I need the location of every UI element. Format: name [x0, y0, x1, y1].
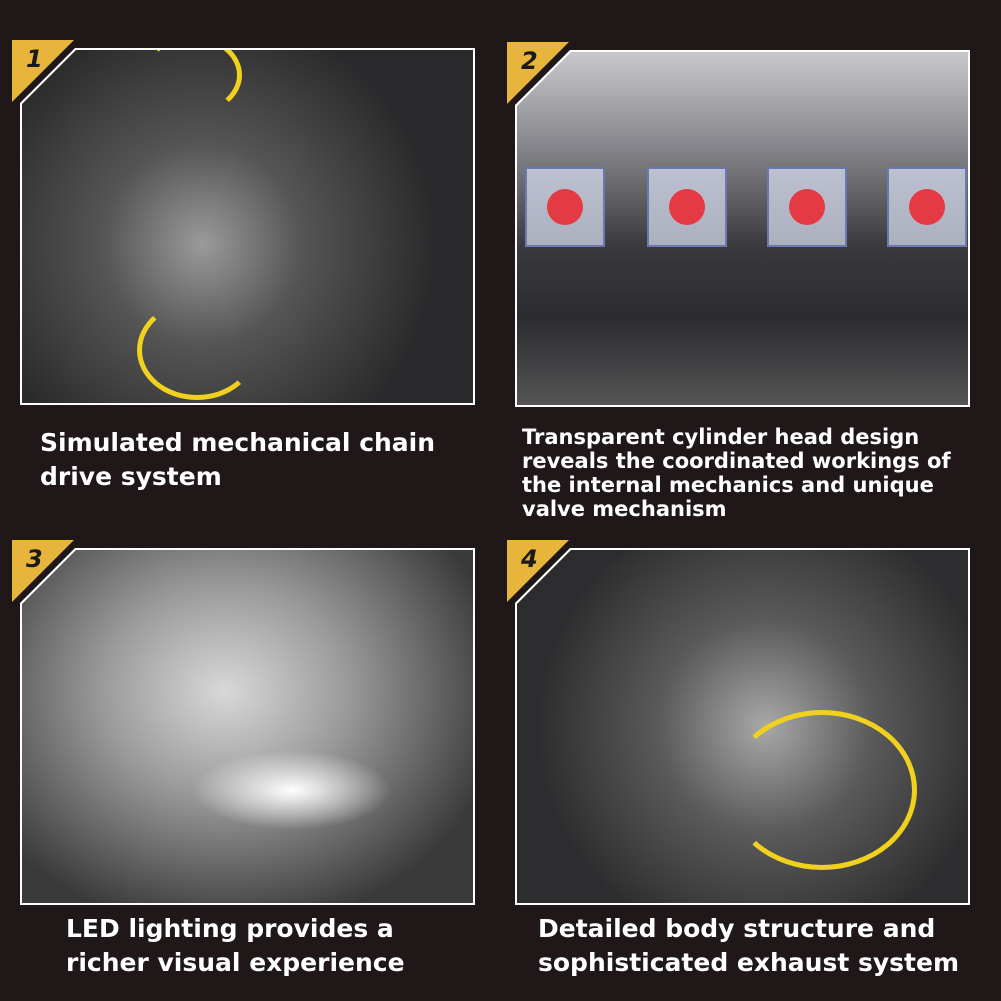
cylinder-head-photo: [517, 52, 968, 405]
valve: [525, 167, 605, 247]
feature-panel-4: 4: [507, 540, 970, 905]
rotation-arrow-icon: [137, 300, 257, 400]
rotation-arrow-icon: [727, 710, 917, 870]
feature-panel-3: 3: [12, 540, 475, 905]
rotation-arrow-icon: [142, 50, 242, 115]
valve: [767, 167, 847, 247]
feature-panel-1: 1: [12, 40, 475, 405]
step-number: 2: [521, 47, 538, 75]
valve: [887, 167, 967, 247]
exhaust-system-photo: [517, 550, 968, 903]
led-lighting-photo: [22, 550, 473, 903]
led-glow: [192, 750, 392, 830]
caption-3: LED lighting provides a richer visual ex…: [66, 914, 405, 977]
step-number: 3: [26, 545, 43, 573]
step-number: 1: [26, 45, 43, 73]
step-number: 4: [521, 545, 538, 573]
caption-1: Simulated mechanical chain drive system: [40, 428, 436, 491]
feature-panel-2: 2: [507, 42, 970, 407]
caption-2: Transparent cylinder head design reveals…: [522, 425, 951, 521]
chain-drive-photo: [22, 50, 473, 403]
caption-4: Detailed body structure and sophisticate…: [538, 914, 960, 977]
valve: [647, 167, 727, 247]
